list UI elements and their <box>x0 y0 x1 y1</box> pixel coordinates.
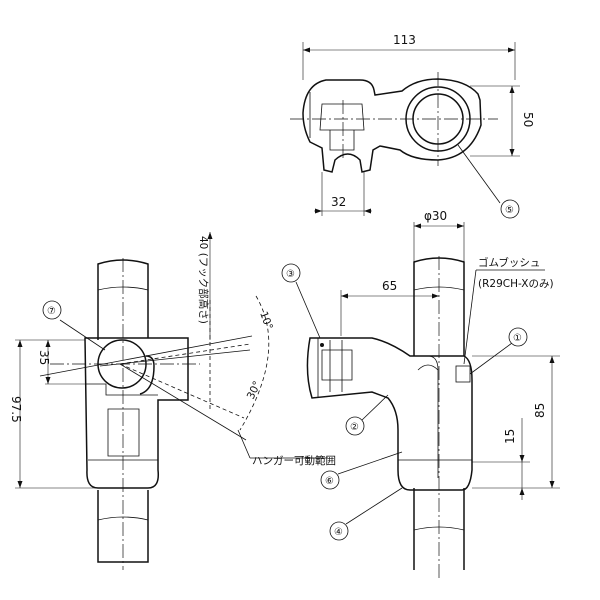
dim-97-label: 97.5 <box>9 396 23 423</box>
hanger-range-label: ハンガー可動範囲 <box>252 454 336 467</box>
callout-2 <box>345 416 365 436</box>
rubber-bush-marker <box>455 365 471 383</box>
callout-6 <box>320 470 340 490</box>
callout-3 <box>281 263 301 283</box>
dim-113-label: 113 <box>393 33 416 47</box>
callout-2-label: ② <box>350 422 359 433</box>
dim-15-label: 15 <box>503 429 517 444</box>
callout-1-label: ① <box>513 333 522 344</box>
callout-7 <box>42 300 62 320</box>
front-view: φ30 65 ゴムブッシュ (R29CH-Xのみ) ① ③ ② ⑥ ④ <box>281 209 560 578</box>
angle-30-label: 30° <box>245 379 264 401</box>
top-view-body <box>302 78 482 173</box>
callout-5 <box>500 199 520 219</box>
dim-50-label: 50 <box>521 112 535 127</box>
angle-10-label: 10° <box>257 310 275 332</box>
rubber-bush-note: (R29CH-Xのみ) <box>478 278 554 290</box>
dim-65-label: 65 <box>382 279 397 293</box>
side-view-body <box>84 337 189 489</box>
side-view: 40 (フック部高さ) 10° 30° ハンガー可動範囲 35 97.5 ⑦ <box>9 232 336 570</box>
callout-5-label: ⑤ <box>505 205 514 216</box>
dim-32-label: 32 <box>331 195 346 209</box>
callout-4-label: ④ <box>334 527 343 538</box>
callout-7-label: ⑦ <box>47 306 56 317</box>
dim-35-label: 35 <box>37 350 51 365</box>
front-view-body <box>306 337 473 491</box>
dim-85-label: 85 <box>533 403 547 418</box>
callout-4 <box>329 521 349 541</box>
callout-1 <box>508 327 528 347</box>
rubber-bush-label: ゴムブッシュ <box>478 256 540 269</box>
top-view: 113 50 32 ⑤ <box>290 33 535 219</box>
callout-6-label: ⑥ <box>325 476 334 487</box>
callout-3-label: ③ <box>286 269 295 280</box>
dim-40-label: 40 (フック部高さ) <box>197 236 210 324</box>
dim-30-label: φ30 <box>424 209 447 223</box>
